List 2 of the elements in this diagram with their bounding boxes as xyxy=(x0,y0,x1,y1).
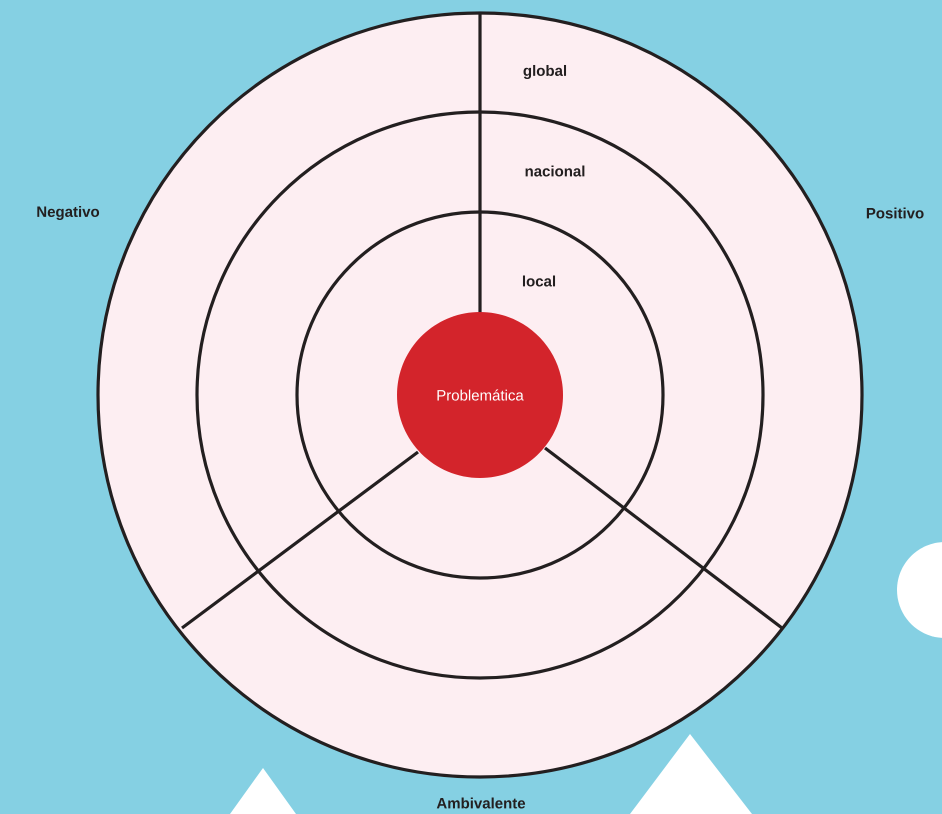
side-label: Ambivalente xyxy=(436,798,526,809)
side-label: Positivo xyxy=(866,208,924,218)
